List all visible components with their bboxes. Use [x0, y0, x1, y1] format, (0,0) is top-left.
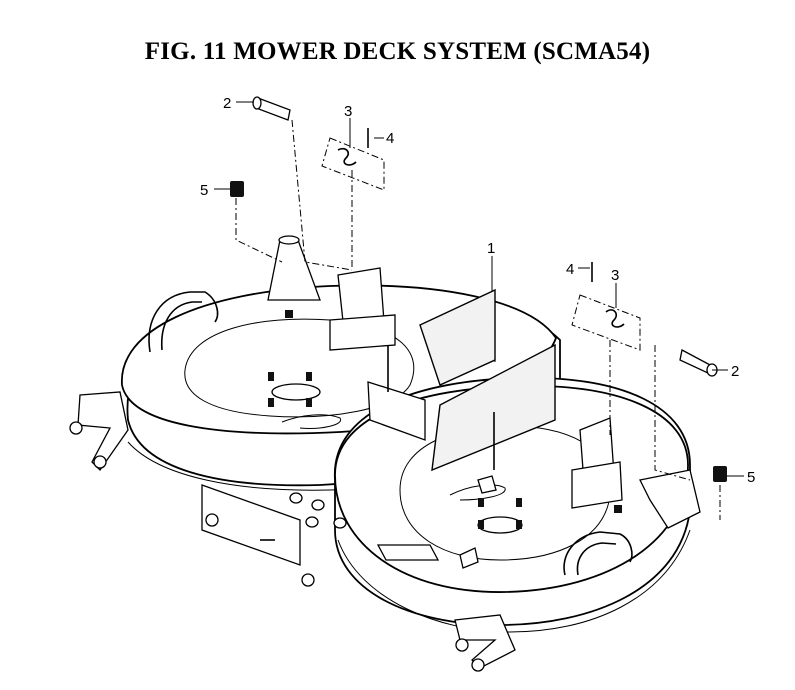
callout-leaders	[214, 101, 744, 477]
callout-3-left: 3	[344, 103, 352, 120]
center-baffle	[201, 288, 556, 587]
callout-4-left: 4	[386, 130, 394, 147]
callout-1: 1	[487, 240, 495, 257]
figure-title: FIG. 11 MOWER DECK SYSTEM (SCMA54)	[144, 38, 651, 65]
callout-3-right: 3	[611, 267, 619, 284]
callout-2-right: 2	[731, 363, 739, 380]
callout-5-left: 5	[200, 182, 208, 199]
callout-4-right: 4	[566, 261, 574, 278]
right-hardware	[571, 262, 727, 529]
callout-5-right: 5	[747, 469, 755, 486]
left-hardware	[230, 96, 396, 351]
callout-2-left: 2	[223, 95, 231, 112]
